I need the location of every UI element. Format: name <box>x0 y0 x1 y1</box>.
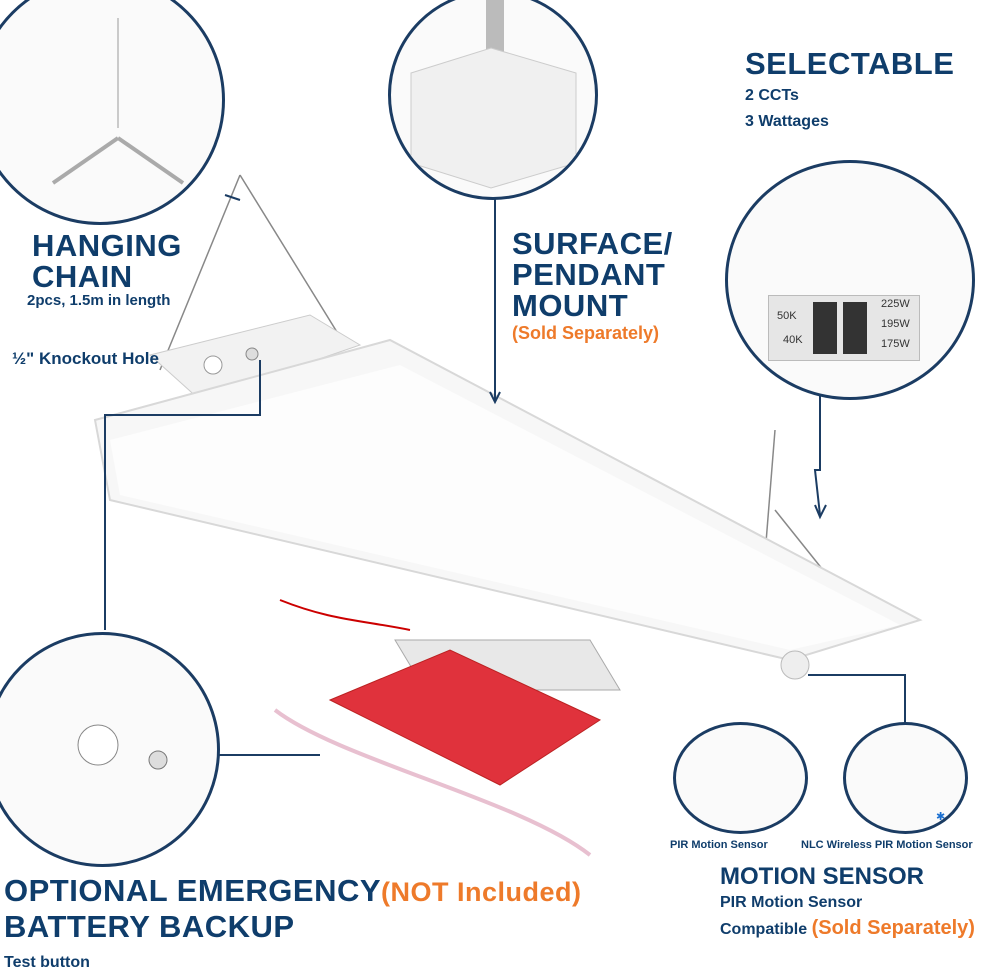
emergency-title-1: OPTIONAL EMERGENCY <box>4 873 382 908</box>
selectable-switch-circle: 50K 40K 225W 195W 175W <box>725 160 975 400</box>
nlc-sensor-circle: ✱ <box>843 722 968 834</box>
surface-mount-note: (Sold Separately) <box>512 323 660 343</box>
cct-switch[interactable] <box>813 302 837 354</box>
wattage-option-195: 195W <box>881 318 910 330</box>
surface-mount-title-1: SURFACE/ <box>512 226 673 261</box>
surface-mount-title-2: PENDANT <box>512 257 666 292</box>
wattage-option-175: 175W <box>881 338 910 350</box>
pir-sensor-circle <box>673 722 808 834</box>
motion-sensor-title: MOTION SENSOR <box>720 863 925 890</box>
selectable-wattage: 3 Wattages <box>745 113 829 130</box>
hanging-chain-detail: 2pcs, 1.5m in length <box>27 292 171 309</box>
hanging-chain-title-1: HANGING <box>32 228 182 263</box>
selectable-title: SELECTABLE <box>745 46 955 81</box>
emergency-battery <box>328 649 602 786</box>
wattage-option-225: 225W <box>881 298 910 310</box>
surface-mount-title-3: MOUNT <box>512 288 629 323</box>
motion-sensor-line1: PIR Motion Sensor <box>720 894 863 911</box>
hanging-chain-title-2: CHAIN <box>32 259 133 294</box>
nlc-sensor-label: NLC Wireless PIR Motion Sensor <box>801 839 973 851</box>
surface-mount-detail-circle <box>388 0 598 200</box>
cct-option-50k: 50K <box>777 310 797 322</box>
motion-sensor-line2: Compatible <box>720 921 808 938</box>
bluetooth-icon: ✱ <box>936 811 946 823</box>
pir-sensor-label: PIR Motion Sensor <box>670 839 768 851</box>
test-button-detail-circle <box>0 632 220 867</box>
emergency-note: (NOT Included) <box>381 877 582 907</box>
knockout-hole-label: ½" Knockout Hole <box>12 349 159 368</box>
hanging-chain-detail-circle <box>0 0 225 225</box>
selectable-cct: 2 CCTs <box>745 87 799 104</box>
motion-sensor-note: (Sold Separately) <box>811 917 975 939</box>
emergency-title-2: BATTERY BACKUP <box>4 909 295 944</box>
test-button-label: Test button <box>4 954 90 971</box>
cct-option-40k: 40K <box>783 334 803 346</box>
wattage-switch[interactable] <box>843 302 867 354</box>
